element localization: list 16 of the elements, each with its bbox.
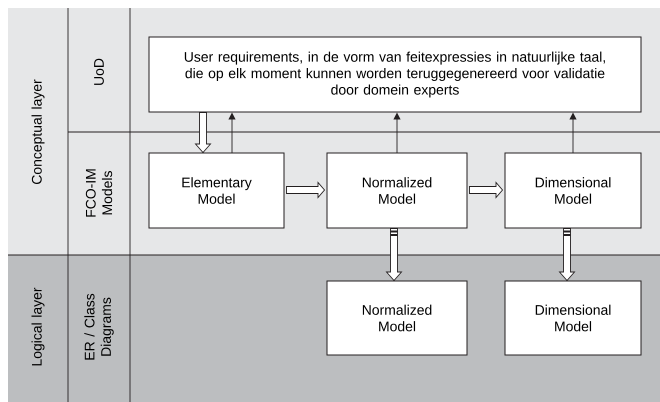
block-arrow xyxy=(286,181,326,199)
text-box: User requirements, in de vorm van feitexpressies in natuurlijke taal, die op elk moment kunnen worden teruggegenereerd voor validatie door domein experts xyxy=(148,36,642,112)
process-box: Elementary Model xyxy=(148,152,284,228)
block-arrow xyxy=(469,181,504,199)
row-label: Conceptual layer xyxy=(32,80,44,184)
process-box: Normalized Model xyxy=(326,280,468,356)
process-box: Dimensional Model xyxy=(504,280,642,356)
block-arrow xyxy=(194,112,212,154)
process-box: Normalized Model xyxy=(326,152,468,228)
column-label: FCO-IM Models xyxy=(86,169,112,217)
row-label: Logical layer xyxy=(32,288,44,366)
column-label: UoD xyxy=(94,58,104,85)
column-label: ER / Class Diagrams xyxy=(84,294,114,360)
process-box: Dimensional Model xyxy=(504,152,642,228)
block-arrow xyxy=(386,228,402,282)
block-arrow xyxy=(558,228,576,282)
